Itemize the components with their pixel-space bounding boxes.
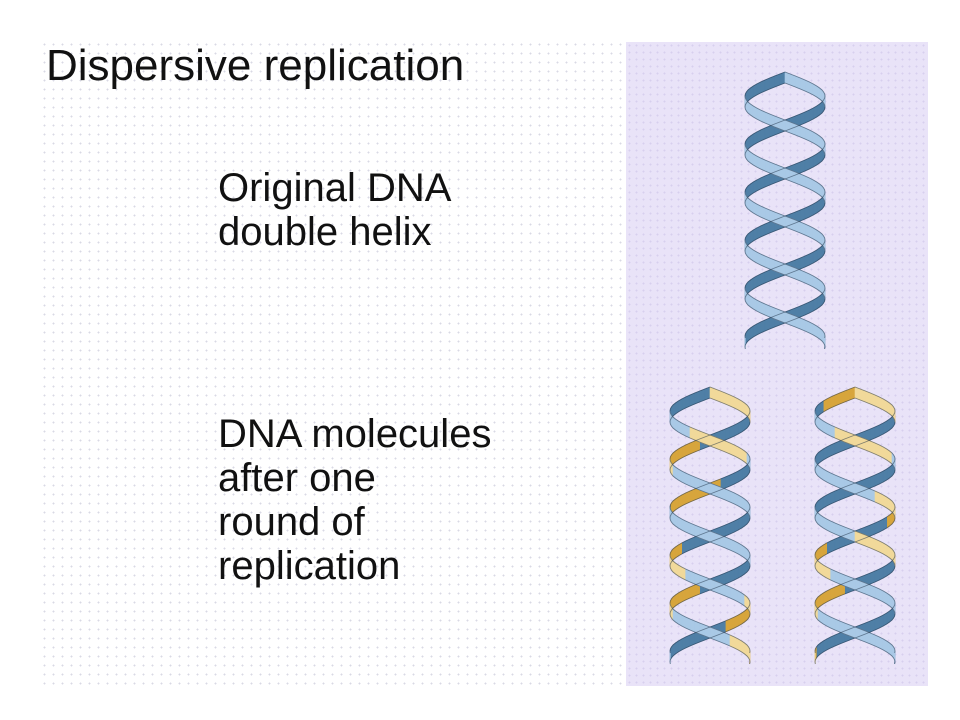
label-original-line-2: double helix [218,210,432,254]
daughter-helix-1 [669,386,751,665]
helix-strand-outline [744,82,826,350]
label-after-line-1: DNA molecules [218,412,492,456]
label-after-line-2: after one [218,456,376,500]
original-helix [744,71,826,350]
label-original-dna: Original DNA double helix [218,166,451,254]
label-after-replication: DNA molecules after one round of replica… [218,412,491,588]
helix-strand-outline [814,397,896,665]
label-after-line-4: replication [218,544,401,588]
helix-strand-outline [669,397,751,665]
dotted-background [40,40,630,690]
helix-strand-outline [744,82,826,350]
label-original-line-1: Original DNA [218,166,452,210]
label-after-line-3: round of [218,500,365,544]
helix-strand-outline [814,397,896,665]
diagram-title: Dispersive replication [46,41,465,90]
diagram-panel [626,42,928,686]
helix-strand-outline [669,397,751,665]
daughter-helix-2 [814,386,896,665]
